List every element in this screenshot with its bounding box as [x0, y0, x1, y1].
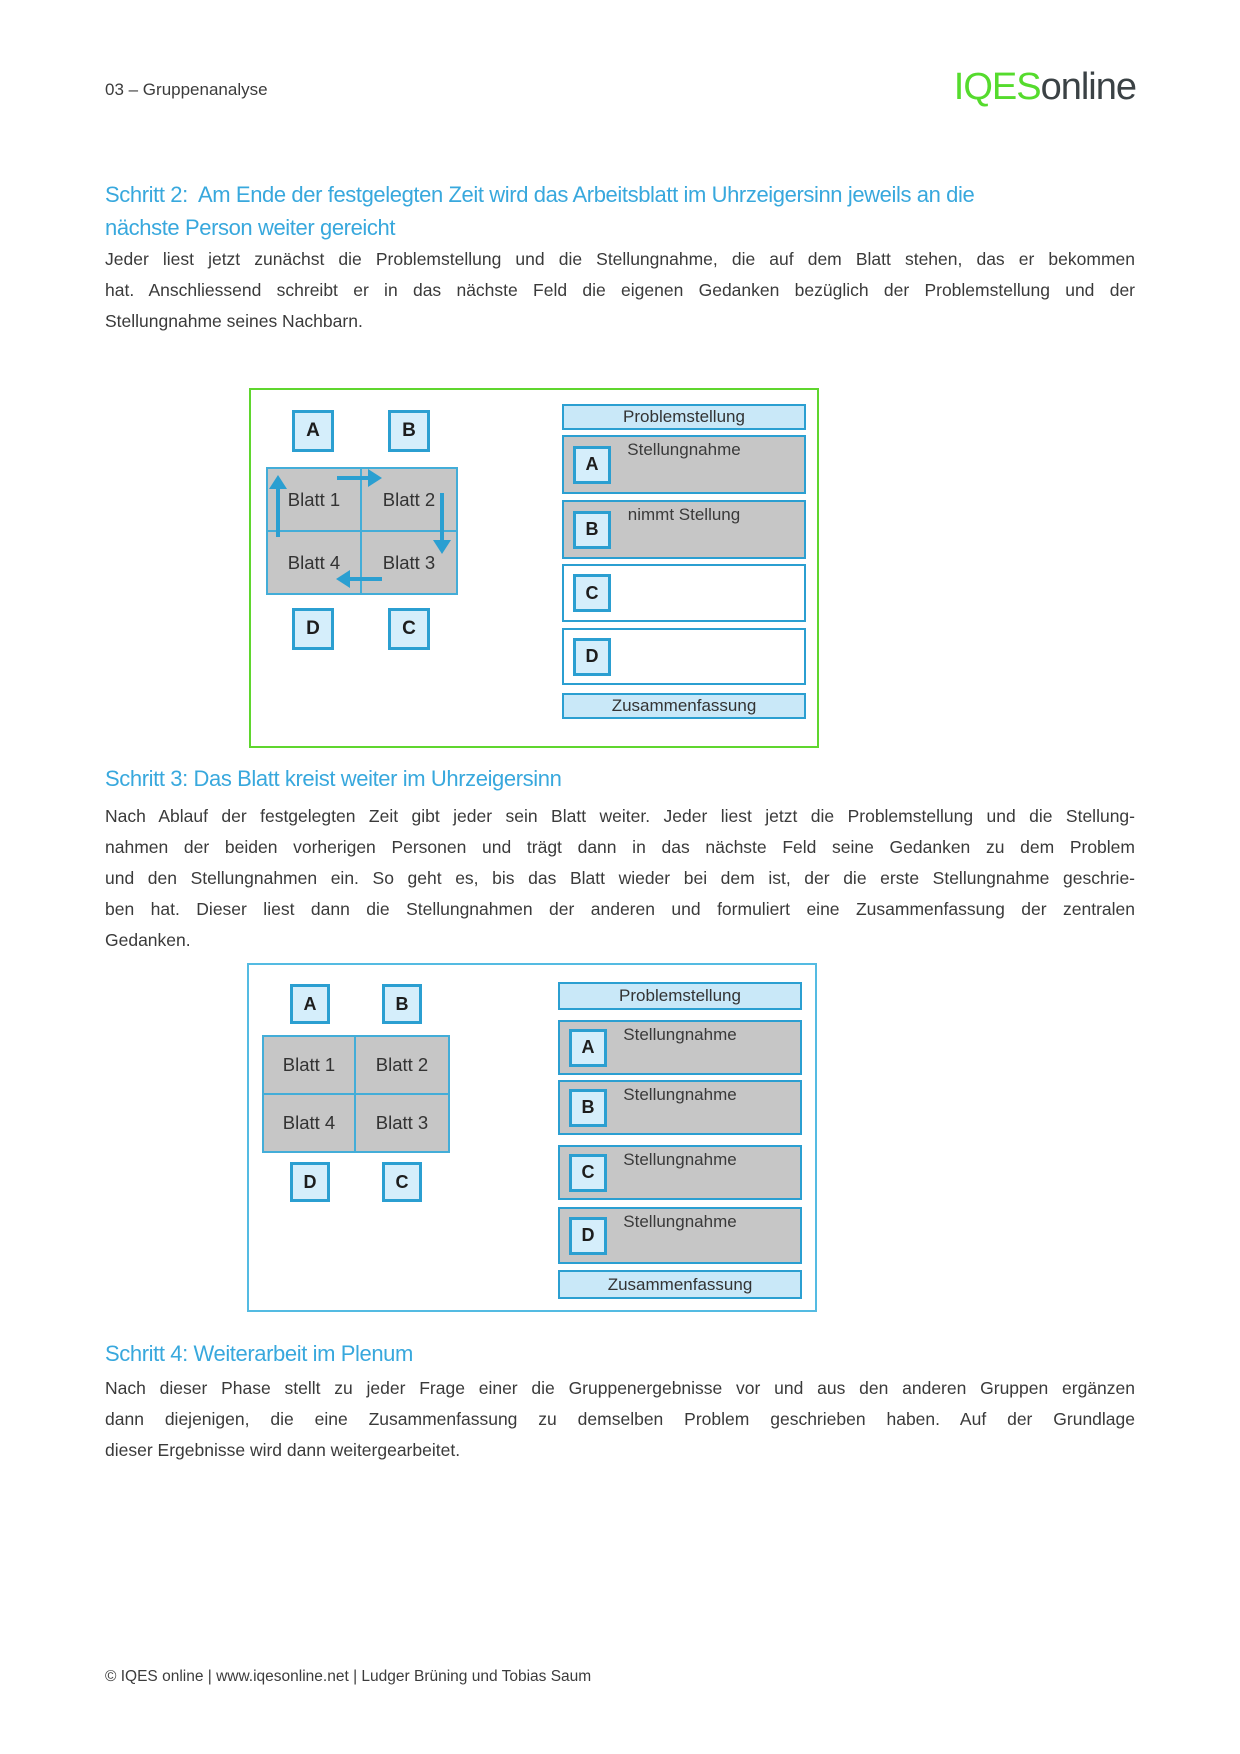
sheet-cell: Blatt 2: [356, 1037, 448, 1095]
arrow-up-icon: [269, 475, 287, 489]
sheet-cell: Blatt 3: [375, 1112, 429, 1133]
step3-heading-line: Schritt 3: Das Blatt kreist weiter im Uh…: [105, 766, 562, 791]
seat-d: D: [290, 1162, 330, 1202]
panel-row-b: B nimmt Stellung: [562, 500, 806, 559]
panel-header: Problemstellung: [558, 982, 802, 1010]
arrow-up-icon: [276, 489, 280, 537]
seat-d: D: [292, 608, 334, 650]
panel-footer: Zusammenfassung: [558, 1270, 802, 1299]
panel-row-a: A Stellungnahme: [558, 1020, 802, 1075]
paragraph-line: und den Stellungnahmen ein. So geht es, …: [105, 868, 1135, 888]
panel-row-c: C Stellungnahme: [558, 1145, 802, 1200]
panel-row-text: Stellungnahme: [623, 1085, 737, 1104]
panel-row-d: D: [562, 628, 806, 685]
arrow-left-icon: [336, 570, 350, 588]
paragraph-line: Nach Ablauf der festgelegten Zeit gibt j…: [105, 806, 1135, 826]
paragraph-line: ben hat. Dieser liest dann die Stellungn…: [105, 899, 1135, 919]
iqes-logo: IQESonline: [953, 66, 1137, 109]
seat-d-mini: D: [573, 637, 611, 676]
sheet-cell: Blatt 1: [264, 1037, 356, 1095]
panel-row-c: C: [562, 564, 806, 622]
seat-a: A: [292, 410, 334, 452]
seat-a: A: [290, 984, 330, 1024]
step4-heading: Schritt 4: Weiterarbeit im Plenum: [105, 1337, 1145, 1370]
paragraph-line: Jeder liest jetzt zunächst die Problemst…: [105, 249, 1135, 269]
seat-b: B: [382, 984, 422, 1024]
step3-paragraph: Nach Ablauf der festgelegten Zeit gibt j…: [105, 801, 1135, 956]
seat-c: C: [382, 1162, 422, 1202]
panel-row-d: D Stellungnahme: [558, 1207, 802, 1264]
sheet-cell: Blatt 1: [268, 469, 362, 532]
step2-heading: Schritt 2: Am Ende der festgelegten Zeit…: [105, 178, 1145, 244]
arrow-left-icon: [350, 577, 382, 581]
seat-a-mini: A: [573, 445, 611, 484]
panel-row-a: A Stellungnahme: [562, 435, 806, 494]
panel-footer: Zusammenfassung: [562, 693, 806, 719]
seat-c-mini: C: [569, 1153, 607, 1192]
panel-header: Problemstellung: [562, 404, 806, 430]
arrow-right-icon: [368, 469, 382, 487]
step2-heading-line1: Schritt 2: Am Ende der festgelegten Zeit…: [105, 182, 975, 207]
page-header-label: 03 – Gruppenanalyse: [105, 80, 268, 99]
sheet-grid: Blatt 1 Blatt 2 Blatt 4 Blatt 3: [266, 467, 458, 595]
seat-a-mini: A: [569, 1028, 607, 1067]
paragraph-line: nahmen der beiden vorherigen Personen un…: [105, 837, 1135, 857]
diagram-step2-rotation: A B Blatt 1 Blatt 2 Blatt 4 Blatt 3 D C …: [249, 388, 819, 748]
panel-row-text: Stellungnahme: [623, 1025, 737, 1044]
paragraph-line: dieser Ergebnisse wird dann weitergearbe…: [105, 1440, 461, 1460]
page-footer: © IQES online | www.iqesonline.net | Lud…: [105, 1668, 592, 1685]
sheet-grid: Blatt 1 Blatt 2 Blatt 4 Blatt 3: [262, 1035, 450, 1153]
paragraph-line: hat. Anschliessend schreibt er in das nä…: [105, 280, 1135, 300]
arrow-down-icon: [440, 493, 444, 541]
seat-c-mini: C: [573, 574, 611, 612]
seat-b-mini: B: [569, 1088, 607, 1127]
paragraph-line: Gedanken.: [105, 930, 191, 950]
seat-b: B: [388, 410, 430, 452]
seat-c: C: [388, 608, 430, 650]
seat-b-mini: B: [573, 510, 611, 549]
logo-text-online: online: [1040, 66, 1137, 108]
diagram-step3-rotation: A B Blatt 1 Blatt 2 Blatt 4 Blatt 3 D C …: [247, 963, 817, 1312]
seat-d-mini: D: [569, 1216, 607, 1255]
panel-row-text: nimmt Stellung: [627, 505, 741, 524]
panel-row-text: Stellungnahme: [627, 440, 741, 459]
step2-paragraph: Jeder liest jetzt zunächst die Problemst…: [105, 244, 1135, 337]
paragraph-line: Stellungnahme seines Nachbarn.: [105, 311, 363, 331]
step4-paragraph: Nach dieser Phase stellt zu jeder Frage …: [105, 1373, 1135, 1466]
paragraph-line: Nach dieser Phase stellt zu jeder Frage …: [105, 1378, 1135, 1398]
sheet-cell: Blatt 4: [264, 1095, 356, 1151]
panel-row-text: Stellungnahme: [623, 1212, 737, 1231]
arrow-right-icon: [337, 476, 369, 480]
sheet-cell: Blatt 2: [362, 469, 456, 532]
logo-text-iqes: IQES: [953, 66, 1042, 108]
paragraph-line: dann diejenigen, die eine Zusammenfassun…: [105, 1409, 1135, 1429]
arrow-down-icon: [433, 540, 451, 554]
panel-row-text: Stellungnahme: [623, 1150, 737, 1169]
step4-heading-line: Schritt 4: Weiterarbeit im Plenum: [105, 1341, 413, 1366]
step3-heading: Schritt 3: Das Blatt kreist weiter im Uh…: [105, 762, 1145, 795]
step2-heading-line2: nächste Person weiter gereicht: [105, 215, 396, 240]
sheet-cell: Blatt 4: [268, 532, 362, 593]
sheet-cell: Blatt 3: [382, 551, 436, 573]
panel-row-b: B Stellungnahme: [558, 1080, 802, 1135]
